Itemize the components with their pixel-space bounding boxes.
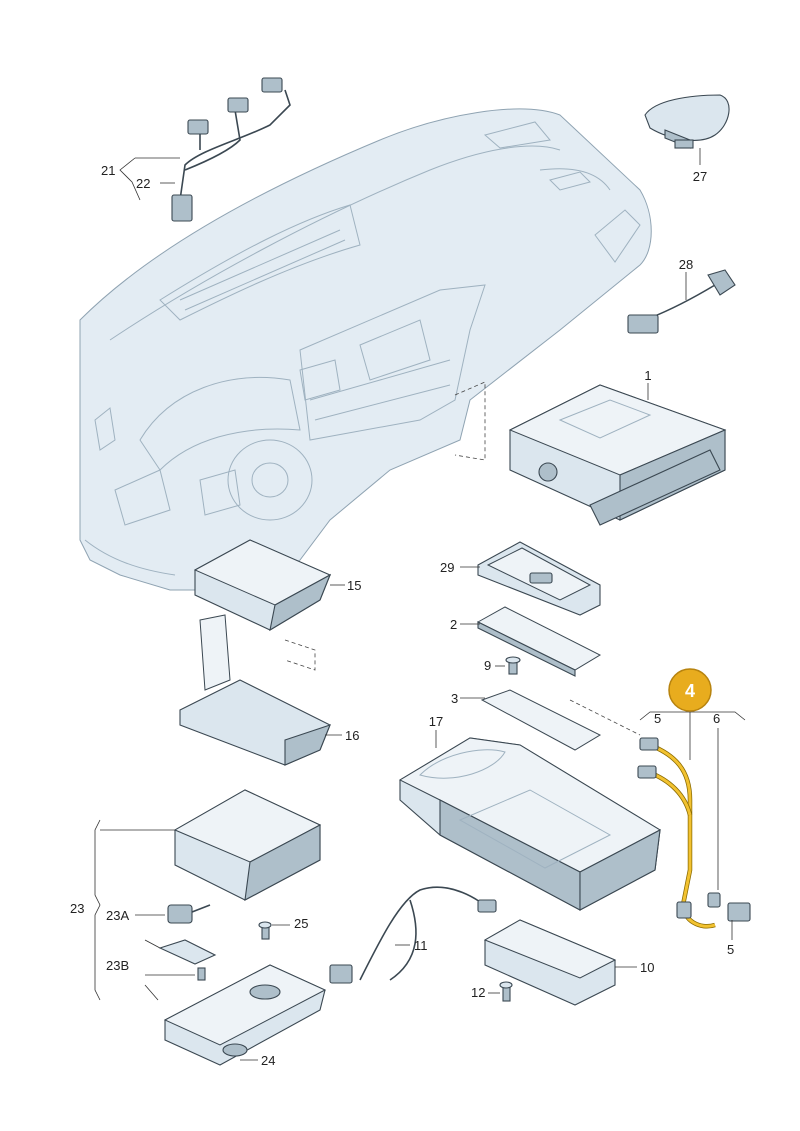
label-25: 25: [294, 916, 308, 931]
part-9-screw: [505, 656, 521, 675]
label-28: 28: [679, 257, 693, 272]
part-15-control-unit: [193, 539, 332, 632]
dashed-guide-radio: [454, 381, 486, 461]
part-10-module: [483, 919, 617, 1006]
part-21-22-harness: [171, 77, 291, 222]
label-3: 3: [451, 691, 458, 706]
label-4: 4: [685, 681, 695, 701]
label-23: 23: [70, 901, 84, 916]
part-4-highlighted-harness: [637, 737, 716, 929]
label-1: 1: [644, 368, 651, 383]
part-12-screw: [499, 981, 513, 1002]
part-29-holder: [477, 541, 601, 616]
part-11-cable: [329, 886, 497, 984]
label-29: 29: [440, 560, 454, 575]
dashed-guide-3: [569, 699, 641, 736]
label-6: 6: [713, 711, 720, 726]
part-23A-connector: [167, 904, 211, 924]
label-16: 16: [345, 728, 359, 743]
label-11: 11: [414, 938, 428, 953]
label-22: 22: [136, 176, 150, 191]
part-17-console: [398, 737, 662, 911]
part-1-radio: [508, 384, 727, 526]
part-16-bracket: [179, 614, 331, 766]
part-5-6-connectors: [707, 892, 751, 922]
part-2-plate: [476, 606, 602, 677]
label-5a: 5: [654, 711, 661, 726]
part-23B-clip: [158, 939, 217, 981]
part-labels: 1 2 3 5 6 5 9 10 11 12 15 16 17 21 22 23…: [70, 163, 734, 1068]
dashboard-illustration: [79, 108, 652, 591]
label-10: 10: [640, 960, 654, 975]
part-24-base-plate: [163, 964, 327, 1066]
label-9: 9: [484, 658, 491, 673]
part-27-antenna: [644, 94, 730, 149]
label-21: 21: [101, 163, 115, 178]
dashed-guide-15-16: [284, 639, 316, 671]
label-23A: 23A: [106, 908, 129, 923]
part-28-cable: [627, 269, 736, 334]
part-4-badge: 4: [668, 668, 712, 712]
label-24: 24: [261, 1053, 275, 1068]
part-23-control-box: [173, 789, 322, 901]
label-17: 17: [429, 714, 443, 729]
label-2: 2: [450, 617, 457, 632]
label-5b: 5: [727, 942, 734, 957]
leader-lines: [94, 148, 746, 1061]
part-25-screw: [258, 921, 272, 940]
part-3-mat: [480, 689, 602, 751]
label-23B: 23B: [106, 958, 129, 973]
label-15: 15: [347, 578, 361, 593]
label-12: 12: [471, 985, 485, 1000]
label-27: 27: [693, 169, 707, 184]
